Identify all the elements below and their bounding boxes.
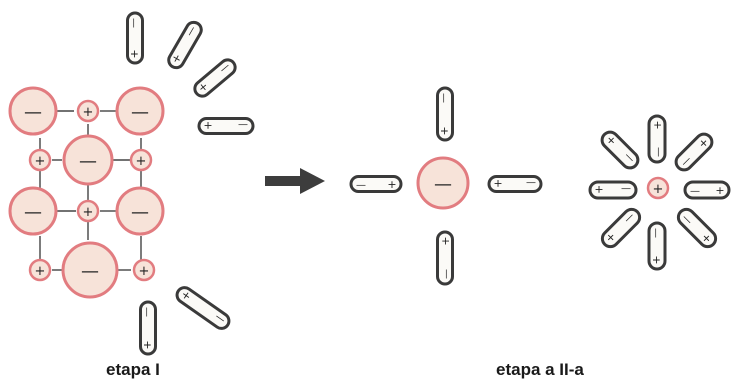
dipole-negative-symbol: — [128, 18, 139, 28]
lattice-anion-1: — [10, 88, 56, 134]
water-dipole: +— [141, 302, 156, 354]
water-dipole: +— [590, 182, 636, 198]
cation-symbol: + [35, 264, 46, 279]
cation-symbol: + [83, 205, 94, 220]
water-dipole: +— [438, 88, 453, 140]
lattice-anion-5: — [117, 188, 163, 234]
dipole-negative-symbol: — [238, 119, 248, 130]
lattice-cation-2: + [30, 150, 50, 170]
water-dipole: +— [675, 206, 719, 250]
dipole-positive-symbol: + [438, 126, 451, 135]
lattice-anion-6: — [63, 243, 117, 297]
lattice-anion-3: — [64, 136, 112, 184]
dipole-negative-symbol: — [621, 183, 631, 194]
water-dipole: +— [489, 177, 541, 192]
dipole-positive-symbol: + [128, 49, 141, 58]
ionic-lattice: — — — — — — [10, 88, 163, 297]
caption-stage-two: etapa a II-a [496, 360, 584, 380]
dipole-negative-symbol: — [653, 147, 664, 157]
lattice-cation-3: + [131, 150, 151, 170]
dipole-negative-symbol: — [438, 93, 449, 103]
water-dipole: +— [649, 223, 665, 269]
anion-symbol: — [131, 102, 149, 123]
dipole-positive-symbol: + [594, 183, 603, 196]
lattice-water-dipoles: +—+—+—+—+—+— [128, 13, 254, 354]
water-dipole: +— [438, 232, 453, 284]
water-dipole: +— [685, 182, 729, 198]
dipole-positive-symbol: + [203, 119, 212, 132]
lattice-anion-4: — [10, 188, 56, 234]
anion-symbol: — [24, 102, 42, 123]
cation-symbol: + [83, 105, 94, 120]
water-dipole: +— [166, 20, 204, 71]
cation-symbol: + [136, 154, 147, 169]
dipole-positive-symbol: + [715, 184, 724, 197]
process-arrow [265, 168, 325, 194]
anion-symbol: — [79, 151, 97, 172]
dipole-positive-symbol: + [141, 340, 154, 349]
water-dipole: +— [599, 206, 643, 250]
water-dipole: +— [192, 57, 238, 99]
dipole-negative-symbol: — [690, 186, 700, 197]
lattice-cation-1: + [78, 101, 98, 121]
water-dipole: +— [599, 129, 641, 171]
water-dipole: +— [673, 131, 715, 173]
lattice-cation-4: + [78, 201, 98, 221]
anion-symbol: — [81, 261, 99, 282]
dipole-negative-symbol: — [141, 307, 152, 317]
water-dipole: +— [351, 177, 401, 192]
cation-symbol: + [139, 264, 150, 279]
dipole-negative-symbol: — [441, 269, 452, 279]
lattice-cation-6: + [134, 260, 154, 280]
hydrated-anion: — [418, 158, 468, 208]
water-dipole: +— [128, 13, 143, 63]
dipole-positive-symbol: + [651, 120, 664, 129]
anion-symbol: — [24, 202, 42, 223]
hydrated-cation: + [648, 178, 668, 198]
cation-symbol: + [35, 154, 46, 169]
dipole-negative-symbol: — [526, 177, 536, 188]
caption-stage-one: etapa I [106, 360, 160, 380]
dipole-positive-symbol: + [493, 177, 502, 190]
water-dipole: +— [174, 285, 232, 332]
dipole-negative-symbol: — [356, 180, 366, 191]
lattice-anion-2: — [117, 88, 163, 134]
cation-symbol: + [653, 182, 664, 197]
dipole-positive-symbol: + [439, 236, 452, 245]
water-dipole: +— [199, 119, 253, 134]
lattice-cation-5: + [30, 260, 50, 280]
anion-symbol: — [434, 174, 452, 195]
dipole-positive-symbol: + [650, 255, 663, 264]
anion-symbol: — [131, 202, 149, 223]
water-dipole: +— [649, 116, 665, 162]
dipole-negative-symbol: — [650, 228, 661, 238]
dipole-positive-symbol: + [387, 178, 396, 191]
